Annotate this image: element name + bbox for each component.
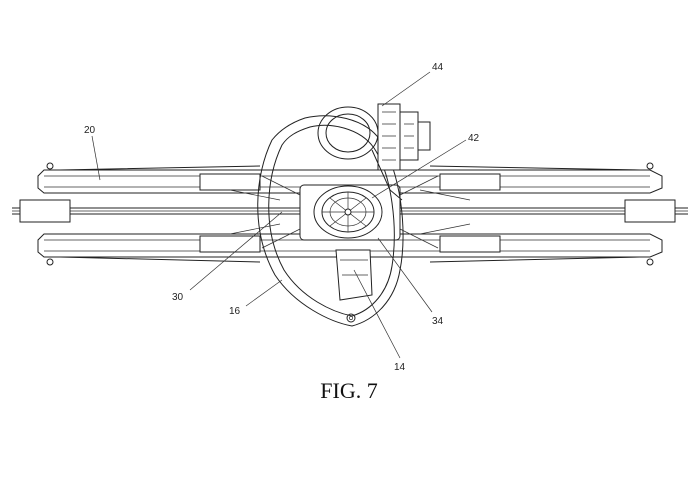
leader-lines [91, 71, 467, 359]
ref-label-30: 30 [172, 292, 184, 303]
ref-label-16: 16 [229, 306, 241, 317]
top-bracket [317, 103, 431, 201]
ref-label-14: 14 [394, 362, 406, 373]
central-hub [299, 184, 401, 241]
ref-label-42: 42 [468, 133, 480, 144]
ref-label-20: 20 [84, 125, 96, 136]
figure-caption: FIG. 7 [320, 378, 377, 403]
ref-label-44: 44 [432, 62, 444, 73]
ref-label-34: 34 [432, 316, 444, 327]
